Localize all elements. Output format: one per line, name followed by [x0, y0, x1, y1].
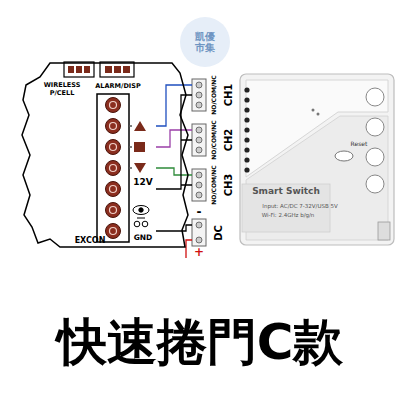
- terminal-hole: [244, 97, 249, 102]
- channel-label: CH1: [223, 84, 234, 107]
- terminal-pins: [68, 66, 130, 73]
- screw-head: [110, 207, 117, 214]
- relay-screw: [196, 172, 202, 178]
- node-text: Reset: [351, 141, 368, 148]
- lamp-symbol: [134, 218, 148, 227]
- plus-label: +: [194, 246, 204, 259]
- smart-switch: Smart SwitchInput: AC/DC 7-32V/USB 5V Wi-…: [238, 72, 396, 247]
- terminal-hole: [244, 87, 249, 92]
- voltage-label: 12V: [133, 178, 153, 188]
- reset-button: [335, 151, 353, 161]
- channel-label: CH3: [223, 174, 234, 197]
- alarm-label: ALARM/DISP: [95, 83, 140, 90]
- power-terminal: [378, 222, 390, 240]
- screw-head: [110, 123, 117, 130]
- node-text: Input: AC/DC 7-32V/USB 5V: [262, 203, 337, 209]
- node-text: EXCON: [75, 237, 106, 246]
- node-outline: [238, 72, 396, 247]
- switch-button: [366, 175, 384, 193]
- controller-board: [22, 63, 188, 247]
- screw-head: [110, 144, 117, 151]
- terminal-hole: [244, 147, 249, 152]
- screw-head: [110, 165, 117, 172]
- terminal-hole: [244, 167, 249, 172]
- switch-button: [366, 88, 384, 106]
- led: [317, 113, 320, 116]
- screw-terminal: [106, 203, 121, 218]
- switch-button: [366, 148, 384, 166]
- relay-screw: [196, 127, 202, 133]
- screw-terminals: [106, 98, 121, 239]
- relay-block: [192, 219, 206, 246]
- node-text: Wi-Fi: 2.4GHz b/g/n: [262, 212, 315, 218]
- terminal-hole: [244, 117, 249, 122]
- relay-screw: [196, 147, 202, 153]
- switch-housing: [240, 74, 394, 245]
- pcell-label: P/CELL: [50, 90, 75, 97]
- screw-terminal: [106, 224, 121, 239]
- channel-label: CH2: [223, 129, 234, 152]
- relay-screw: [196, 92, 202, 98]
- stop-symbol: [134, 142, 145, 152]
- screw-terminal: [106, 182, 121, 197]
- relay-screw: [196, 182, 202, 188]
- relay-terminals: [192, 79, 206, 246]
- relay-screw: [196, 102, 202, 108]
- gnd-label: GND: [134, 234, 153, 242]
- terminal-hole: [244, 127, 249, 132]
- relay-screw: [196, 222, 202, 228]
- screw-head: [110, 228, 117, 235]
- switch-button: [366, 118, 384, 136]
- relay-block: [192, 124, 206, 156]
- screw-terminal: [106, 119, 121, 134]
- screw-terminal: [106, 140, 121, 155]
- caption: 快速捲門C款: [57, 315, 344, 370]
- screw-head: [110, 186, 117, 193]
- terminal-strip: [97, 94, 129, 242]
- watermark-circle: [180, 17, 230, 67]
- relay-block: [192, 169, 206, 201]
- down-symbol: [134, 163, 146, 173]
- screw-terminal: [106, 98, 121, 113]
- contact-label: NO/COM/NC: [211, 75, 218, 114]
- contact-label: NO/COM/NC: [211, 120, 218, 159]
- relay-screw: [196, 137, 202, 143]
- watermark: 凱優市集: [195, 31, 216, 53]
- up-symbol: [134, 121, 146, 131]
- minus-label: -: [197, 206, 202, 219]
- terminal-hole: [244, 157, 249, 162]
- terminal-hole: [244, 137, 249, 142]
- terminal-hole: [244, 107, 249, 112]
- screw-head: [110, 102, 117, 109]
- alarm-terminal: [100, 62, 134, 77]
- relay-screw: [196, 237, 202, 243]
- dc-label: DC: [213, 225, 224, 241]
- contact-label: NO/COM/NC: [211, 165, 218, 204]
- relay-screw: [196, 192, 202, 198]
- node-text: Smart Switch: [252, 187, 320, 197]
- wireless-label: WIRELESS: [44, 82, 81, 89]
- wireless-terminal: [64, 62, 94, 77]
- photocell-symbol: [133, 206, 149, 215]
- relay-block: [192, 79, 206, 111]
- relay-screw: [196, 82, 202, 88]
- led: [312, 109, 315, 112]
- screw-terminal: [106, 161, 121, 176]
